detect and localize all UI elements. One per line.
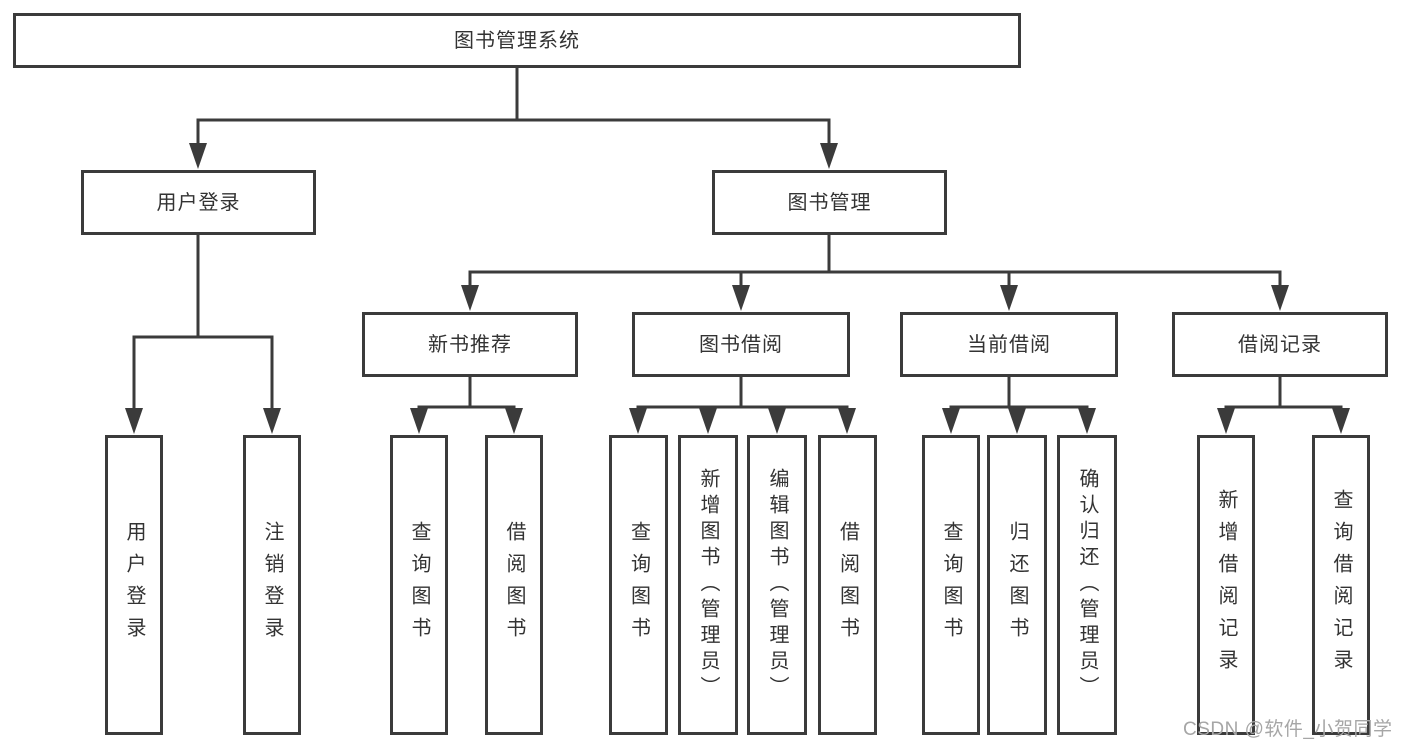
leaf-confirm-return-admin: 确认归还（管理员） bbox=[1057, 435, 1117, 735]
node-label: 用户登录 bbox=[156, 191, 241, 214]
leaf-query-books-recommend: 查询图书 bbox=[390, 435, 448, 735]
node-current-borrow: 当前借阅 bbox=[900, 312, 1118, 377]
arrowhead-icon bbox=[1217, 408, 1235, 434]
arrowhead-icon bbox=[629, 408, 647, 434]
csdn-watermark: CSDN @软件_小贺同学 bbox=[1183, 719, 1393, 740]
connector-line bbox=[949, 375, 1089, 413]
connector-line bbox=[196, 65, 831, 148]
node-label: 当前借阅 bbox=[967, 333, 1051, 356]
connector-line bbox=[132, 233, 274, 413]
node-label: 新书推荐 bbox=[428, 333, 512, 356]
node-label: 借阅图书 bbox=[503, 521, 525, 649]
leaf-add-books-admin: 新增图书（管理员） bbox=[678, 435, 738, 735]
node-label: 新增借阅记录 bbox=[1215, 489, 1237, 681]
leaf-borrow-books: 借阅图书 bbox=[818, 435, 877, 735]
leaf-user-login: 用户登录 bbox=[105, 435, 163, 735]
node-label: 查询图书 bbox=[408, 521, 430, 649]
node-book-borrow: 图书借阅 bbox=[632, 312, 850, 377]
leaf-query-borrow-record: 查询借阅记录 bbox=[1312, 435, 1370, 735]
leaf-return-books: 归还图书 bbox=[987, 435, 1047, 735]
leaf-edit-books-admin: 编辑图书（管理员） bbox=[747, 435, 807, 735]
node-book-mgmt: 图书管理 bbox=[712, 170, 947, 235]
node-label: 借阅图书 bbox=[836, 521, 859, 649]
arrowhead-icon bbox=[732, 285, 750, 311]
node-label: 编辑图书（管理员） bbox=[766, 468, 788, 702]
connector-line bbox=[1224, 375, 1343, 413]
arrowhead-icon bbox=[461, 285, 479, 311]
node-label: 查询借阅记录 bbox=[1330, 489, 1352, 681]
node-user-login: 用户登录 bbox=[81, 170, 316, 235]
node-label: 注销登录 bbox=[261, 521, 283, 649]
leaf-borrow-books-recommend: 借阅图书 bbox=[485, 435, 543, 735]
node-label: 借阅记录 bbox=[1238, 333, 1322, 356]
arrowhead-icon bbox=[505, 408, 523, 434]
node-label: 查询图书 bbox=[627, 521, 650, 649]
arrowhead-icon bbox=[1000, 285, 1018, 311]
arrowhead-icon bbox=[942, 408, 960, 434]
leaf-query-books-borrow: 查询图书 bbox=[609, 435, 668, 735]
node-label: 归还图书 bbox=[1006, 521, 1028, 649]
arrowhead-icon bbox=[820, 143, 838, 169]
arrowhead-icon bbox=[263, 408, 281, 434]
arrowhead-icon bbox=[1078, 408, 1096, 434]
arrowhead-icon bbox=[1332, 408, 1350, 434]
leaf-logout: 注销登录 bbox=[243, 435, 301, 735]
leaf-query-books-current: 查询图书 bbox=[922, 435, 980, 735]
node-borrow-records: 借阅记录 bbox=[1172, 312, 1388, 377]
node-label: 确认归还（管理员） bbox=[1076, 468, 1098, 702]
arrowhead-icon bbox=[189, 143, 207, 169]
node-label: 查询图书 bbox=[940, 521, 962, 649]
arrowhead-icon bbox=[699, 408, 717, 434]
arrowhead-icon bbox=[125, 408, 143, 434]
node-label: 图书管理 bbox=[787, 191, 872, 214]
connector-line bbox=[468, 233, 1282, 290]
node-label: 图书管理系统 bbox=[454, 29, 580, 52]
connector-line bbox=[417, 375, 516, 413]
arrowhead-icon bbox=[838, 408, 856, 434]
node-new-books: 新书推荐 bbox=[362, 312, 578, 377]
arrowhead-icon bbox=[410, 408, 428, 434]
node-root: 图书管理系统 bbox=[13, 13, 1021, 68]
leaf-add-borrow-record: 新增借阅记录 bbox=[1197, 435, 1255, 735]
node-label: 用户登录 bbox=[123, 521, 145, 649]
node-label: 新增图书（管理员） bbox=[697, 468, 719, 702]
arrowhead-icon bbox=[1271, 285, 1289, 311]
connector-line bbox=[636, 375, 849, 413]
arrowhead-icon bbox=[768, 408, 786, 434]
node-label: 图书借阅 bbox=[699, 333, 783, 356]
arrowhead-icon bbox=[1008, 408, 1026, 434]
